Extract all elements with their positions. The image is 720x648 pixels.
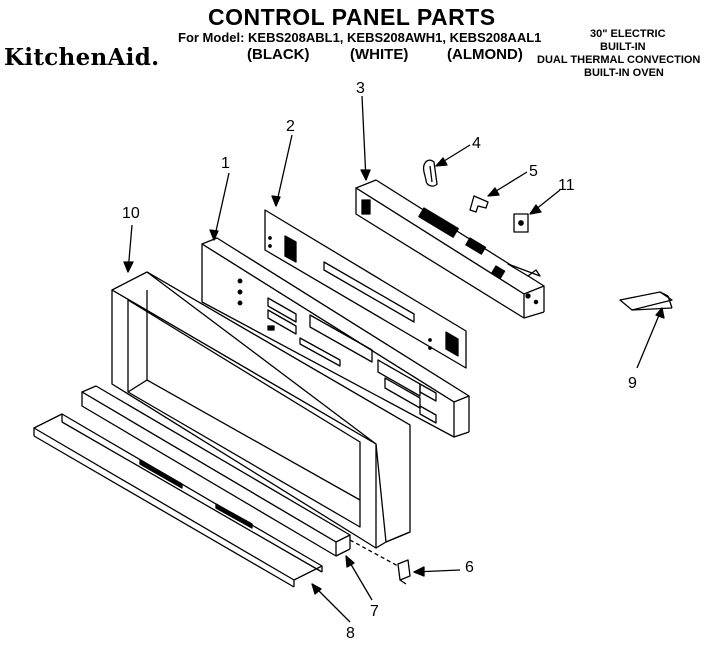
- leader-lines: [123, 95, 665, 623]
- callout-11: 11: [558, 177, 575, 194]
- spec-line-1: 30" ELECTRIC: [590, 28, 666, 40]
- part-11-switch: [513, 213, 529, 233]
- part-8-vent-plate: [33, 413, 323, 588]
- part-7-trim: [81, 385, 351, 557]
- brand-logo: KitchenAid.: [4, 44, 160, 71]
- callout-8: 8: [346, 625, 355, 642]
- callout-1: 1: [221, 155, 230, 172]
- spec-line-4: BUILT-IN OVEN: [584, 67, 664, 79]
- part-3-board-bracket: [355, 179, 545, 319]
- spec-line-2: BUILT-IN: [600, 41, 646, 53]
- callout-5: 5: [529, 163, 538, 180]
- callout-7: 7: [370, 603, 379, 620]
- callout-9: 9: [628, 375, 637, 392]
- color-almond: (ALMOND): [447, 46, 523, 63]
- model-line: For Model: KEBS208ABL1, KEBS208AWH1, KEB…: [178, 30, 542, 45]
- callout-2: 2: [286, 118, 295, 135]
- page-title: CONTROL PANEL PARTS: [208, 4, 496, 30]
- spec-line-3: DUAL THERMAL CONVECTION: [537, 54, 701, 66]
- part-4-clip: [422, 159, 438, 187]
- callout-6: 6: [465, 559, 474, 576]
- part-6-clip: [349, 539, 411, 585]
- part-1-control-panel: [201, 237, 470, 438]
- callout-10: 10: [122, 205, 140, 222]
- color-black: (BLACK): [247, 46, 310, 63]
- part-5-clip: [469, 195, 489, 213]
- part-9-bracket: [619, 291, 673, 311]
- part-2-overlay: [264, 209, 467, 369]
- color-white: (WHITE): [350, 46, 409, 63]
- callout-4: 4: [472, 135, 481, 152]
- callout-3: 3: [356, 80, 365, 97]
- part-10-frame: [111, 271, 411, 549]
